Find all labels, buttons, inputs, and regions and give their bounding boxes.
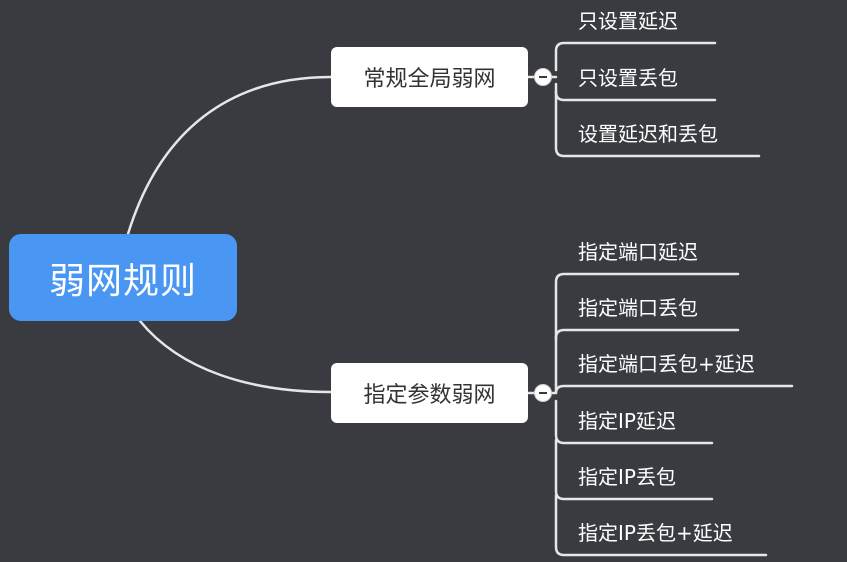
- leaf-node[interactable]: 指定端口丢包: [578, 296, 698, 320]
- leaf-node[interactable]: 指定端口延迟: [578, 240, 698, 264]
- leaf-node[interactable]: 指定IP丢包: [578, 465, 676, 489]
- leaf-node[interactable]: 只设置丢包: [578, 66, 678, 90]
- leaf-node[interactable]: 指定IP延迟: [578, 409, 676, 433]
- collapse-toggle-global[interactable]: [534, 68, 552, 86]
- root-node[interactable]: 弱网规则: [9, 234, 237, 321]
- collapse-toggle-specified[interactable]: [534, 384, 552, 402]
- leaf-node[interactable]: 设置延迟和丢包: [578, 122, 718, 146]
- leaf-2-3-connector: [554, 383, 794, 394]
- leaf-1-1-connector: [554, 41, 717, 72]
- root-to-branch-2-curve: [138, 319, 333, 394]
- leaf-1-3-connector: [554, 90, 761, 158]
- root-node-label: 弱网规则: [48, 260, 197, 302]
- leaf-node[interactable]: 指定端口丢包+延迟: [578, 352, 755, 376]
- root-to-branch-1-curve: [126, 75, 333, 236]
- branch-node-label: 常规全局弱网: [363, 67, 496, 92]
- leaf-2-2-connector: [554, 328, 740, 342]
- branch-node-global[interactable]: 常规全局弱网: [331, 47, 528, 107]
- leaf-2-1-connector: [554, 272, 740, 387]
- leaf-2-6-connector: [554, 493, 768, 557]
- branch-node-label: 指定参数弱网: [363, 383, 496, 408]
- branch-node-specified[interactable]: 指定参数弱网: [331, 363, 528, 423]
- leaf-2-5-connector: [554, 438, 714, 501]
- leaf-2-4-connector: [554, 399, 714, 445]
- leaf-node[interactable]: 指定IP丢包+延迟: [578, 521, 733, 545]
- leaf-node[interactable]: 只设置延迟: [578, 9, 678, 33]
